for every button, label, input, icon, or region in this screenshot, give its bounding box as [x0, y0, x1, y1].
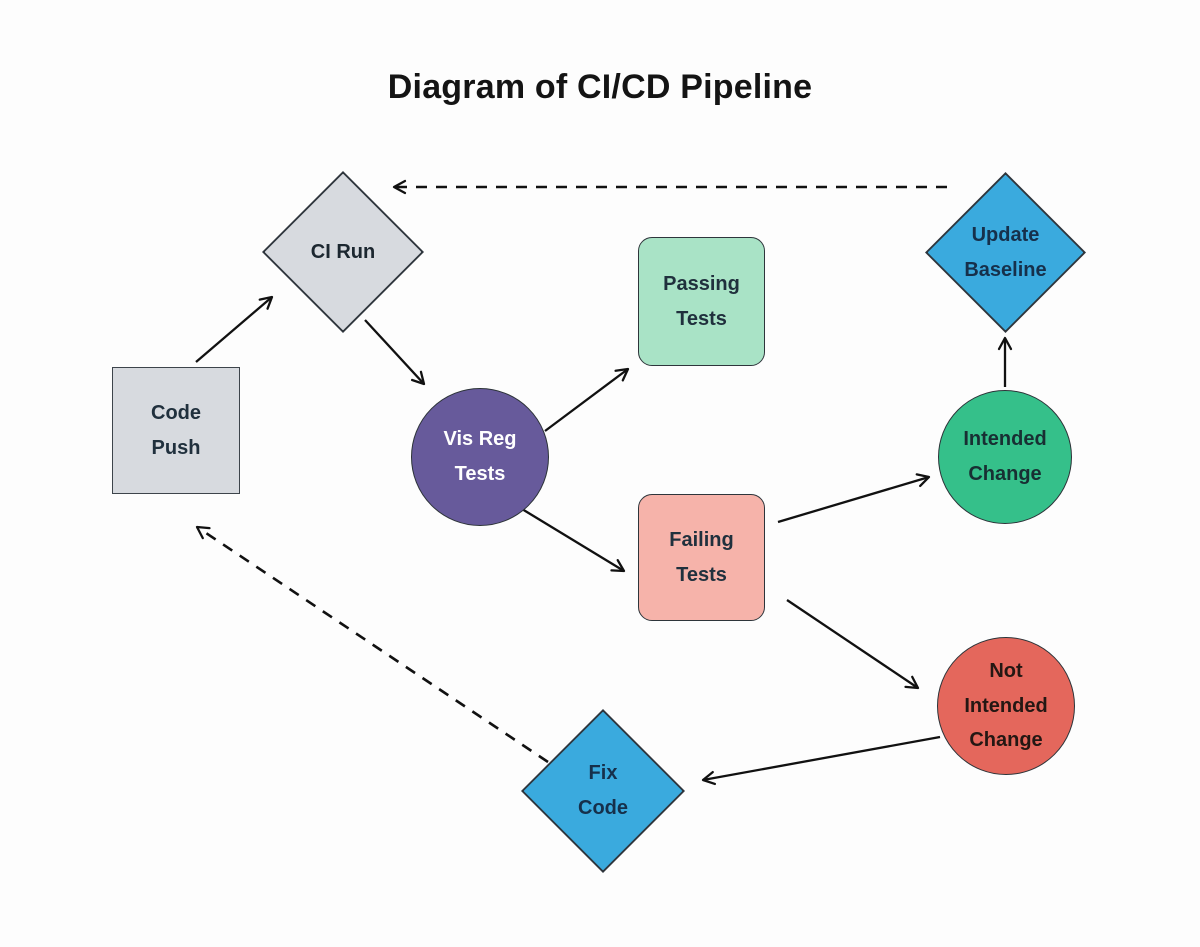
edge-vis-reg-tests-to-failing-tests [521, 508, 626, 573]
node-fix-code-label: Code [578, 797, 628, 819]
node-vis-reg-tests-label: Vis Reg [443, 428, 517, 450]
node-fix-code-label: Fix [588, 762, 618, 784]
edge-code-push-to-ci-run [195, 295, 274, 363]
edge-ci-run-to-vis-reg-tests [364, 319, 426, 386]
node-passing-tests: Passing Tests [638, 237, 765, 366]
node-intended-change: Intended Change [938, 390, 1072, 524]
node-vis-reg-tests-label: Tests [454, 463, 506, 485]
node-passing-tests-label: Passing [663, 272, 740, 295]
diagram-title: Diagram of CI/CD Pipeline [387, 68, 813, 106]
edge-fix-code-to-code-push [195, 525, 549, 764]
node-intended-change-label: Change [968, 463, 1042, 485]
node-code-push: Code Push [112, 367, 240, 494]
node-ci-run-label: CI Run [310, 240, 376, 263]
node-failing-tests: Failing Tests [638, 494, 765, 621]
edge-failing-tests-to-intended-change [777, 473, 931, 524]
node-vis-reg-tests: Vis Reg Tests [411, 388, 549, 526]
node-update-baseline-label: Baseline [964, 258, 1047, 281]
node-failing-tests-label: Tests [676, 563, 727, 586]
node-not-intended-change: Not Intended Change [937, 637, 1075, 775]
node-code-push-label: Push [151, 436, 201, 459]
node-not-intended-change-label: Not [989, 660, 1023, 683]
node-not-intended-change-label: Change [969, 729, 1043, 752]
node-code-push-label: Code [151, 401, 201, 424]
node-failing-tests-label: Failing [669, 528, 734, 551]
edge-vis-reg-tests-to-passing-tests [544, 367, 630, 432]
edge-failing-tests-to-not-intended-change [786, 599, 920, 690]
node-not-intended-change-label: Intended [964, 694, 1048, 717]
node-update-baseline-label: Update [971, 223, 1040, 246]
node-passing-tests-label: Tests [676, 307, 727, 330]
edge-not-intended-change-to-fix-code [701, 735, 941, 786]
node-intended-change-label: Intended [963, 428, 1047, 450]
